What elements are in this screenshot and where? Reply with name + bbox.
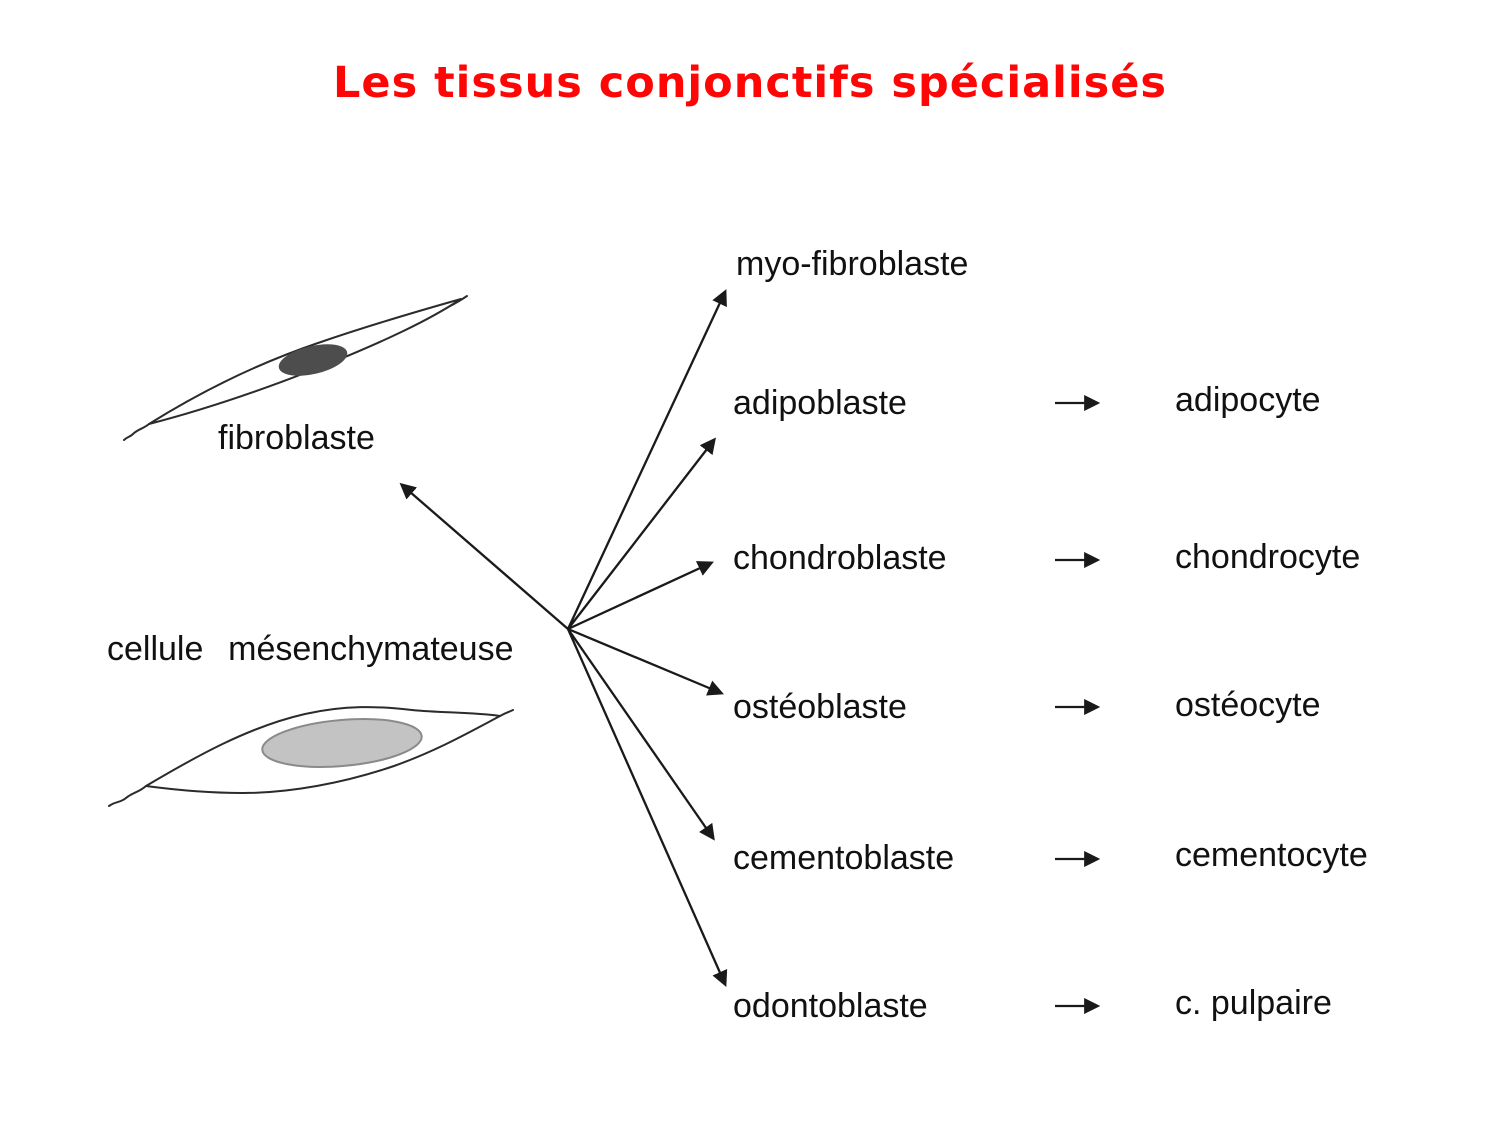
label-osteocyte: ostéocyte xyxy=(1175,686,1321,724)
arrow-to-adipoblaste xyxy=(567,437,716,630)
label-adipocyte: adipocyte xyxy=(1175,381,1321,419)
arrow-to-osteoblaste xyxy=(567,627,724,696)
mesenchymal-cell-tail-left xyxy=(108,785,147,807)
arrow-to-chondroblaste xyxy=(567,561,714,631)
label-odontoblaste: odontoblaste xyxy=(733,987,928,1025)
arrow-to-fibroblaste xyxy=(399,482,569,630)
label-c-pulpaire: c. pulpaire xyxy=(1175,984,1332,1022)
arrow-to-odontoblaste xyxy=(566,628,728,987)
slide-title: Les tissus conjonctifs spécialisés xyxy=(333,58,1167,108)
mesenchymal-cell-drawing xyxy=(108,706,514,807)
arrow-to-myo-fibroblaste xyxy=(566,289,727,630)
label-cementoblaste: cementoblaste xyxy=(733,839,955,877)
label-cementocyte: cementocyte xyxy=(1175,836,1368,874)
fibroblaste-cell-tail-left xyxy=(123,423,150,441)
mesenchymal-nucleus xyxy=(261,718,423,768)
fibroblaste-cell-drawing xyxy=(123,295,468,441)
mesenchymal-cell-tail-right xyxy=(499,709,514,717)
maturation-arrows xyxy=(1055,394,1101,1015)
arrow-to-cementoblaste xyxy=(567,628,715,841)
label-myo-fibroblaste: myo-fibroblaste xyxy=(736,245,969,283)
label-fibroblaste: fibroblaste xyxy=(218,419,375,457)
fibroblaste-cell-tail-right xyxy=(449,295,468,307)
radiating-arrows xyxy=(399,289,728,987)
label-osteoblaste: ostéoblaste xyxy=(733,688,907,726)
fibroblaste-nucleus xyxy=(278,344,348,376)
label-chondroblaste: chondroblaste xyxy=(733,539,947,577)
label-adipoblaste: adipoblaste xyxy=(733,384,907,422)
label-cellule-mesenchymateuse: cellule mésenchymateuse xyxy=(107,630,514,668)
label-chondrocyte: chondrocyte xyxy=(1175,538,1361,576)
